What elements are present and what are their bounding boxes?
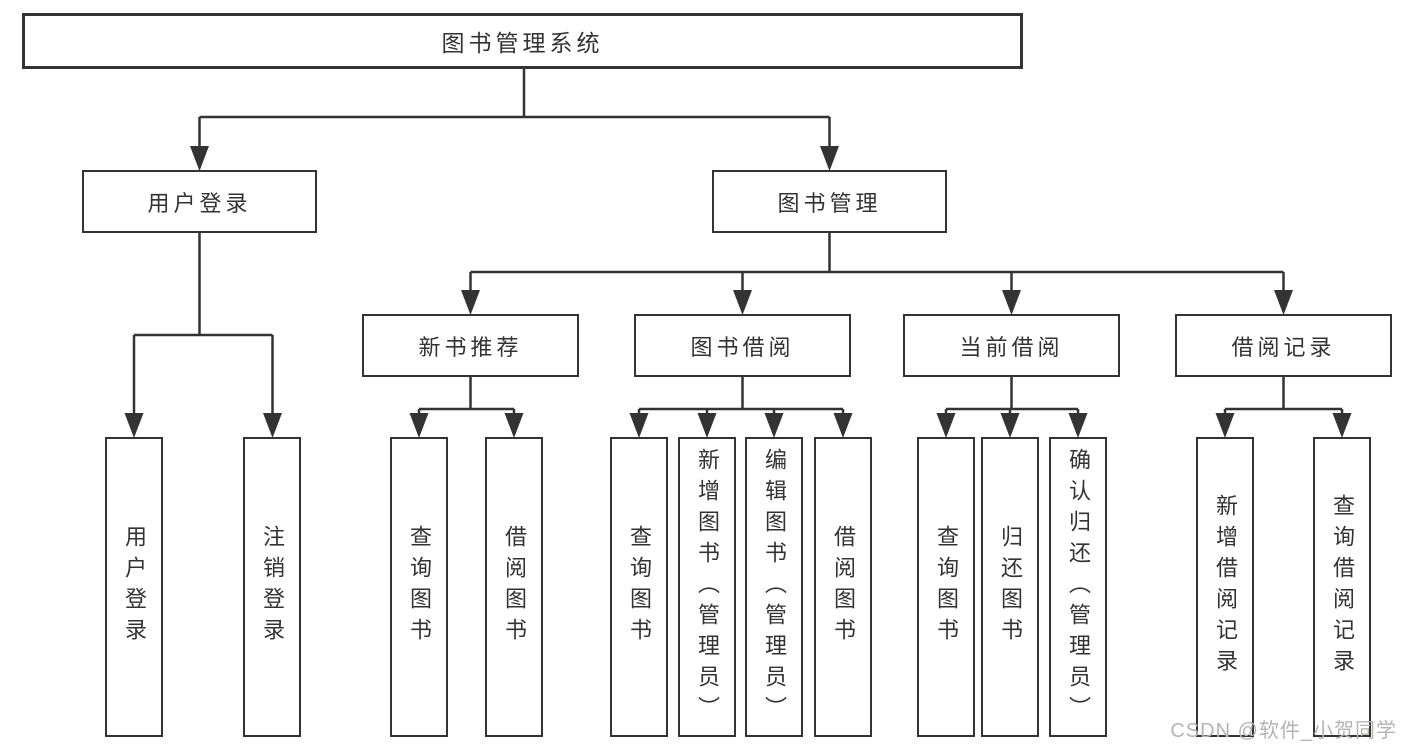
leaf-current-confirm-return-admin: 确认归还（管理员）: [1049, 437, 1107, 737]
leaf-current-query-books: 查询图书: [917, 437, 975, 737]
leaf-rec-query-books-label: 查询图书: [407, 525, 432, 649]
node-new-book-recommendation: 新书推荐: [362, 314, 579, 377]
leaf-current-confirm-return-admin-label: 确认归还（管理员）: [1066, 447, 1091, 727]
node-current-borrowing-label: 当前借阅: [959, 334, 1064, 360]
node-book-borrowing: 图书借阅: [634, 314, 851, 377]
leaf-current-query-books-label: 查询图书: [934, 525, 959, 649]
leaf-borrow-query-books-label: 查询图书: [627, 525, 652, 649]
node-book-management: 图书管理: [712, 170, 947, 233]
leaf-records-query-record-label: 查询借阅记录: [1330, 494, 1355, 680]
leaf-records-add-record: 新增借阅记录: [1196, 437, 1254, 737]
leaf-rec-borrow-books: 借阅图书: [485, 437, 543, 737]
leaf-logout-label: 注销登录: [260, 525, 285, 649]
leaf-borrow-borrow-books-label: 借阅图书: [831, 525, 856, 649]
leaf-records-add-record-label: 新增借阅记录: [1213, 494, 1238, 680]
leaf-records-query-record: 查询借阅记录: [1313, 437, 1371, 737]
leaf-rec-borrow-books-label: 借阅图书: [502, 525, 527, 649]
node-new-book-recommendation-label: 新书推荐: [418, 334, 523, 360]
node-library-management-system-label: 图书管理系统: [441, 30, 604, 56]
leaf-user-login: 用户登录: [105, 437, 163, 737]
leaf-current-return-books: 归还图书: [981, 437, 1039, 737]
node-book-borrowing-label: 图书借阅: [690, 334, 795, 360]
node-library-management-system: 图书管理系统: [22, 13, 1023, 69]
leaf-borrow-add-book-admin-label: 新增图书（管理员）: [695, 447, 720, 727]
leaf-rec-query-books: 查询图书: [390, 437, 448, 737]
leaf-borrow-borrow-books: 借阅图书: [814, 437, 872, 737]
leaf-borrow-add-book-admin: 新增图书（管理员）: [678, 437, 736, 737]
node-user-login: 用户登录: [82, 170, 317, 233]
leaf-borrow-query-books: 查询图书: [610, 437, 668, 737]
node-borrowing-records-label: 借阅记录: [1231, 334, 1336, 360]
node-borrowing-records: 借阅记录: [1175, 314, 1392, 377]
leaf-current-return-books-label: 归还图书: [998, 525, 1023, 649]
node-user-login-label: 用户登录: [147, 190, 252, 216]
watermark: CSDN @软件_小贺同学: [1170, 720, 1397, 742]
leaf-borrow-edit-book-admin-label: 编辑图书（管理员）: [762, 447, 787, 727]
leaf-user-login-label: 用户登录: [122, 525, 147, 649]
leaf-borrow-edit-book-admin: 编辑图书（管理员）: [745, 437, 803, 737]
node-current-borrowing: 当前借阅: [903, 314, 1120, 377]
node-book-management-label: 图书管理: [777, 190, 882, 216]
leaf-logout: 注销登录: [243, 437, 301, 737]
